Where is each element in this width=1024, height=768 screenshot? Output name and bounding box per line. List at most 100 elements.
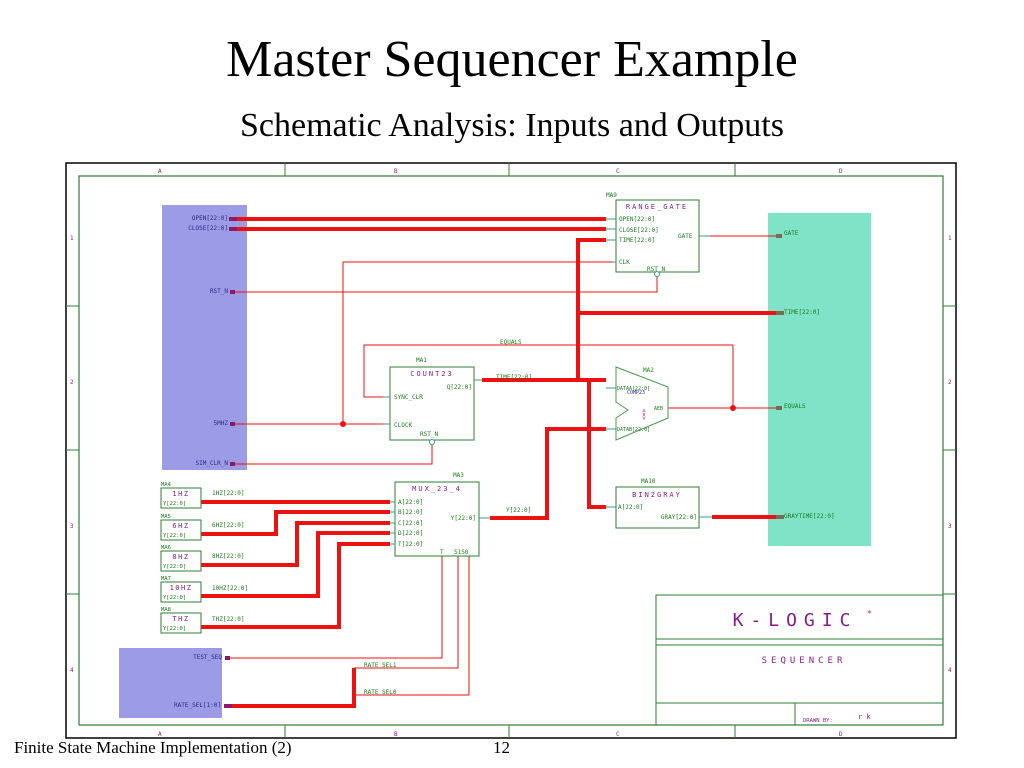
block-ref: MA7	[161, 576, 171, 582]
pin-label: RST_N	[420, 431, 438, 438]
block-thz: MA8 THZ Y[22:0]	[160, 607, 202, 634]
block-name: BIN2GRAY	[632, 491, 682, 499]
clock-blocks: MA4 1HZ Y[22:0] MA5 6HZ Y[22:0] MA6 8HZ …	[160, 482, 202, 634]
block-ref: MA1	[416, 357, 427, 364]
pin-label: A[22:0]	[618, 504, 643, 511]
block-ref: MA2	[643, 367, 654, 374]
bus-time-range	[576, 238, 606, 380]
column-label: B	[394, 731, 398, 738]
input-panel	[162, 205, 247, 470]
block-name: THZ	[172, 615, 189, 623]
block-ref: MA10	[641, 478, 656, 485]
block-10hz: MA7 10HZ Y[22:0]	[160, 576, 202, 603]
column-label: C	[616, 168, 620, 175]
port-pin	[776, 311, 784, 315]
block-name: 10HZ	[170, 584, 193, 592]
block-comp23: MA2 COMP23 <=> DATAA[22:0] DATAB[22:0] A…	[606, 366, 669, 441]
port-pin	[229, 217, 237, 221]
wire-sim-clr	[233, 444, 433, 465]
net-label-time: TIME[22:0]	[496, 374, 532, 381]
net-label-rate-sel1: RATE_SEL1	[364, 662, 397, 669]
test-input-panel	[119, 648, 222, 718]
pin-label: CLK	[619, 259, 630, 266]
row-label: 1	[948, 235, 952, 242]
port-pin	[230, 462, 235, 466]
column-label: B	[394, 168, 398, 175]
block-name: 8HZ	[172, 553, 189, 561]
net-label-thz: THZ[22:0]	[212, 616, 245, 623]
net-label-6hz: 6HZ[22:0]	[212, 522, 245, 529]
output-port-gate: GATE	[784, 230, 799, 237]
block-6hz: MA5 6HZ Y[22:0]	[160, 514, 202, 541]
input-port-sim-clr-n: SIM_CLR_N	[195, 460, 228, 467]
net-label-1hz: 1HZ[22:0]	[212, 490, 245, 497]
drawn-by-label: DRAWN BY:	[803, 718, 833, 724]
port-pin	[230, 422, 235, 426]
port-pin	[776, 234, 782, 238]
pin-label: Q[22:0]	[447, 384, 472, 391]
net-label-equals: EQUALS	[500, 339, 522, 346]
wire-rate-sel0	[354, 556, 470, 696]
drawn-by-value: r k	[858, 713, 871, 721]
pin-label: DATAA[22:0]	[617, 386, 650, 392]
input-port-rate-sel: RATE_SEL[1:0]	[174, 702, 221, 709]
wire-rst-n	[233, 276, 658, 293]
net-label-rate-sel0: RATE_SEL0	[364, 689, 397, 696]
input-port-5mhz: 5MHZ	[214, 420, 229, 427]
net-label-8hz: 8HZ[22:0]	[212, 553, 245, 560]
trademark-mark: *	[867, 609, 872, 618]
pin-label: D[22:0]	[398, 530, 423, 537]
wire-clk	[342, 261, 612, 424]
block-ref: MA9	[606, 192, 617, 199]
slide-footer: Finite State Machine Implementation (2)	[14, 738, 292, 757]
input-port-open: OPEN[22:0]	[192, 215, 228, 222]
net-label-10hz: 10HZ[22:0]	[212, 585, 248, 592]
pin-label: TIME[22:0]	[619, 237, 655, 244]
pin-label: Y[22:0]	[163, 595, 186, 601]
bus-rate-sel	[229, 668, 356, 708]
block-name: COUNT23	[410, 370, 454, 378]
column-label: C	[616, 731, 620, 738]
output-port-graytime: GRAYTIME[22:0]	[784, 513, 835, 520]
pin-label: Y[22:0]	[451, 515, 476, 522]
output-port-time: TIME[22:0]	[784, 309, 820, 316]
port-pin	[225, 656, 230, 660]
wire-rate-sel1	[354, 556, 459, 669]
compare-symbol: <=>	[640, 409, 647, 420]
row-label: 3	[70, 523, 74, 530]
pin-label: DATAB[22:0]	[617, 427, 650, 433]
row-label: 4	[948, 667, 952, 674]
pin-label: CLOSE[22:0]	[619, 227, 659, 234]
block-name: RANGE_GATE	[626, 203, 688, 211]
bus-10hz	[201, 531, 390, 598]
input-port-test-seq: TEST_SEQ	[193, 654, 222, 661]
block-count23: MA1 COUNT23 Q[22:0] SYNC_CLR CLOCK RST_N	[383, 357, 482, 445]
slide-title: Master Sequencer Example	[226, 31, 798, 88]
port-pin	[230, 290, 235, 294]
block-name: MUX_23_4	[412, 485, 462, 493]
column-label: D	[839, 731, 843, 738]
block-name: 6HZ	[172, 522, 189, 530]
row-label: 2	[70, 379, 74, 386]
block-ref: MA3	[453, 472, 464, 479]
column-label: A	[158, 168, 162, 175]
block-ref: MA5	[161, 514, 171, 520]
company-name: K-LOGIC	[733, 610, 858, 631]
output-port-equals: EQUALS	[784, 403, 806, 410]
pin-label: GRAY[22:0]	[661, 514, 697, 521]
junction-dot	[730, 405, 736, 411]
row-label: 4	[70, 667, 74, 674]
row-label: 2	[948, 379, 952, 386]
column-label: D	[839, 168, 843, 175]
bus-6hz	[201, 510, 390, 536]
port-pin	[776, 406, 782, 410]
pin-label: A[22:0]	[398, 499, 423, 506]
bus-y	[490, 427, 606, 520]
pin-label: C[22:0]	[398, 520, 423, 527]
pin-label: Y[22:0]	[163, 501, 186, 507]
port-pin	[224, 704, 232, 708]
pin-label: OPEN[22:0]	[619, 216, 655, 223]
port-pin	[229, 227, 237, 231]
pin-label: S1S0	[454, 549, 469, 556]
